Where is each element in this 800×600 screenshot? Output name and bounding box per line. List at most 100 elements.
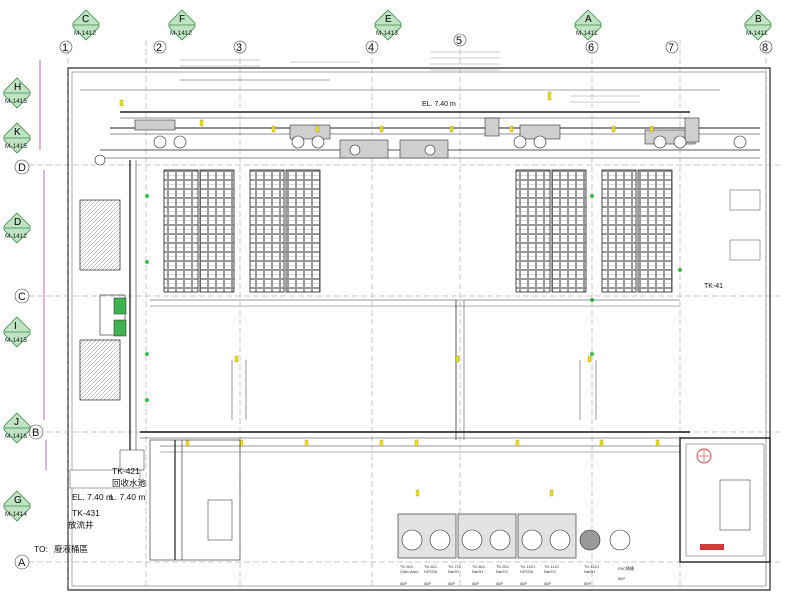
tank-name: 放流井 <box>68 520 94 530</box>
column-number: 6 <box>588 42 594 54</box>
row-letter: A <box>18 557 26 569</box>
yellow-tags-top <box>119 91 654 133</box>
top-section-markers: C M-1412 F M-1412 E M-1413 A M-1411 B M-… <box>72 9 772 41</box>
annotation-leaders <box>180 51 640 103</box>
pump-vol: 5M³ <box>424 581 432 586</box>
lower-left-tanks <box>69 439 241 561</box>
left-section-markers: H M-1415 K M-1415 D M-1412 I M-1415 J M-… <box>3 77 31 522</box>
row-letters: D C B A <box>14 159 44 570</box>
pump-code: TK-621 <box>424 564 438 569</box>
svg-text:M-1412: M-1412 <box>170 30 192 37</box>
section-marker: K M-1415 <box>3 122 31 154</box>
svg-text:M-1412: M-1412 <box>5 233 27 240</box>
tank-code: TK-421 <box>112 466 140 476</box>
pump-sub: H2SO4 <box>424 569 438 574</box>
svg-text:M-1414: M-1414 <box>5 511 27 518</box>
svg-text:M-1415: M-1415 <box>5 143 27 150</box>
tank-code: TK-41 <box>704 283 723 290</box>
yellow-tags-mid <box>185 355 660 497</box>
pump-sub: H2SO4 <box>520 569 534 574</box>
header-fittings <box>134 117 700 159</box>
pump-sub: NaOCl <box>496 569 508 574</box>
svg-text:F: F <box>179 14 185 25</box>
pump-code: TK-821 <box>472 564 486 569</box>
svg-text:C: C <box>82 14 89 25</box>
svg-text:I: I <box>14 321 17 332</box>
pump-vol: 5M³ <box>496 581 504 586</box>
section-marker: G M-1414 <box>3 490 31 522</box>
pump-sub: NaOH <box>472 569 483 574</box>
elevation-label: EL. 7.40 m <box>422 101 456 108</box>
pump-vol: 5M³ <box>472 581 480 586</box>
pump-sub: NaOCl <box>544 569 556 574</box>
column-numbers: 1 2 3 4 5 6 7 8 <box>59 33 773 54</box>
left-equipment <box>79 199 127 401</box>
svg-text:M-1412: M-1412 <box>74 30 96 37</box>
svg-text:M-1411: M-1411 <box>576 30 598 37</box>
section-marker: E M-1413 <box>374 9 402 41</box>
elevation-label: EL. 7.40 m <box>72 492 113 502</box>
svg-text:K: K <box>14 127 21 138</box>
pump-sub: NaOH <box>584 569 595 574</box>
pump-sub: NaOH <box>448 569 459 574</box>
vertical-pipes <box>129 160 597 450</box>
pump-vol: 5M³ <box>584 581 592 586</box>
mid-pipes <box>140 299 690 453</box>
svg-text:E: E <box>385 14 392 25</box>
dosing-skids <box>397 513 631 559</box>
tank-name: 回收水池 <box>112 478 147 488</box>
column-number: 7 <box>668 42 674 54</box>
pump-code: TK-521 <box>400 564 414 569</box>
column-number: 2 <box>156 42 162 54</box>
pump-code: TK-1221 <box>584 564 600 569</box>
to-target: 廢液桶區 <box>54 544 88 554</box>
left-edge-pipe <box>39 60 47 470</box>
pump-code: TK-721 <box>448 564 462 569</box>
section-marker: B M-1411 <box>744 9 772 41</box>
pump-code: TK-1021 <box>520 564 536 569</box>
column-number: 8 <box>762 42 768 54</box>
column-number: 5 <box>456 35 462 47</box>
section-marker: J M-1416 <box>3 412 31 444</box>
section-marker: I M-1415 <box>3 316 31 348</box>
row-letter: D <box>18 162 26 174</box>
svg-text:M-1416: M-1416 <box>5 433 27 440</box>
section-marker: D M-1412 <box>3 212 31 244</box>
svg-text:G: G <box>14 495 22 506</box>
svg-text:B: B <box>755 14 762 25</box>
row-letter: B <box>32 427 39 439</box>
section-marker: A M-1411 <box>574 9 602 41</box>
svg-text:H: H <box>14 82 21 93</box>
svg-text:D: D <box>14 217 21 228</box>
pump-code: TK-921 <box>496 564 510 569</box>
pump-labels: TK-521 Citric Acid 5M³ TK-621 H2SO4 5M³ … <box>400 564 634 586</box>
row-letter: C <box>18 291 26 303</box>
pump-code: TK-1121 <box>544 564 560 569</box>
section-marker: F M-1412 <box>168 9 196 41</box>
pump-vol: 5M³ <box>400 581 408 586</box>
pump-sub: Citric Acid <box>400 569 418 574</box>
pump-vol: 5M³ <box>520 581 528 586</box>
column-number: 4 <box>368 42 374 54</box>
pump-vol: 5M³ <box>448 581 456 586</box>
to-label: TO: <box>34 544 48 554</box>
column-number: 1 <box>62 42 68 54</box>
svg-text:A: A <box>585 14 592 25</box>
right-room <box>679 189 771 563</box>
pump-sub: 5M³ <box>618 576 626 581</box>
pump-code: PAC桶槽 <box>618 565 634 571</box>
svg-text:M-1413: M-1413 <box>376 30 398 37</box>
tank-code: TK-431 <box>72 508 100 518</box>
svg-text:M-1415: M-1415 <box>5 337 27 344</box>
pump-vol: 5M³ <box>544 581 552 586</box>
svg-text:J: J <box>14 417 19 428</box>
svg-text:M-1411: M-1411 <box>746 30 768 37</box>
equipment-racks <box>163 169 673 293</box>
section-marker: C M-1412 <box>72 9 100 41</box>
section-marker: H M-1415 <box>3 77 31 109</box>
elevation-label: L. 7.40 m <box>110 492 145 502</box>
svg-text:M-1415: M-1415 <box>5 98 27 105</box>
header-valves <box>94 135 747 166</box>
column-number: 3 <box>236 42 242 54</box>
